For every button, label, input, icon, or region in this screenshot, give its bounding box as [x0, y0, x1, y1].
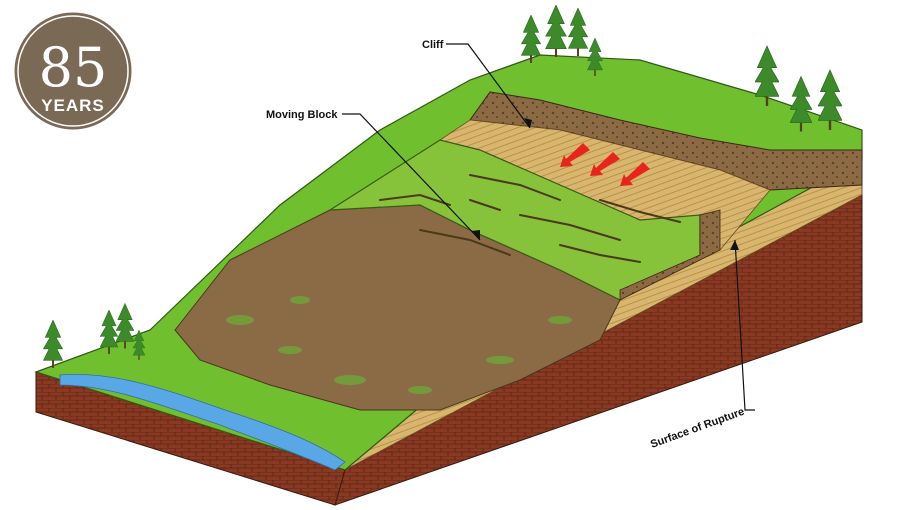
cliff-leader: [446, 43, 531, 129]
anniversary-badge: 85 YEARS: [11, 9, 135, 133]
badge-word: YEARS: [41, 96, 105, 115]
label-surface-of-rupture: Surface of Rupture: [649, 406, 746, 451]
river: [59, 373, 346, 471]
moving-block-edge: [619, 209, 721, 301]
movement-arrows: [560, 143, 650, 186]
debris-patches: [226, 296, 572, 394]
moving-block-leader: [342, 113, 481, 241]
block-cracks: [379, 174, 681, 263]
leader-arrowheads: [472, 118, 739, 250]
leader-lines: [342, 43, 755, 411]
label-moving-block: Moving Block: [266, 109, 338, 121]
rupture-leader: [734, 239, 755, 411]
label-cliff: Cliff: [422, 39, 444, 51]
badge-number: 85: [39, 36, 108, 99]
